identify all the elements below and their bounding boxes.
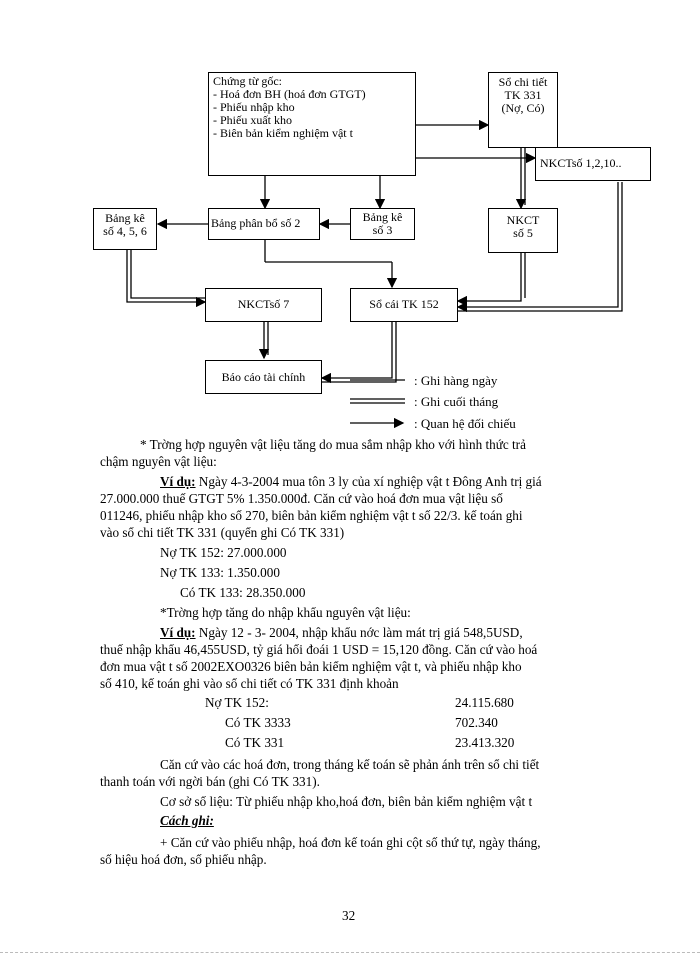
journal-account: Có TK 331 [225, 735, 285, 750]
example-2-line: thuế nhập khẩu 46,455USD, tỷ giá hối đoá… [100, 642, 538, 657]
journal-account: Có TK 3333 [225, 715, 291, 730]
para-2-line: *Trờng hợp tăng do nhập khẩu nguyên vật … [160, 605, 411, 620]
para-3-line: Căn cứ vào các hoá đơn, trong tháng kế t… [160, 757, 540, 772]
journal-amount: 24.115.680 [455, 695, 514, 710]
page-bottom-divider [0, 952, 700, 953]
example-1-line: Ví dụ: Ngày 4-3-2004 mua tôn 3 ly của xí… [160, 474, 542, 490]
entry-line: Có TK 133: 28.350.000 [180, 585, 306, 600]
para-1-line: * Trờng hợp nguyên vật liệu tăng do mua … [140, 437, 526, 452]
para-4-line: Cơ sở số liệu: Từ phiếu nhập kho,hoá đơn… [160, 794, 533, 809]
line-nkct-multi-to-socai [456, 182, 619, 313]
detail-ledger-line: TK 331 [504, 88, 542, 102]
legend-reconcile: : Quan hệ đối chiếu [414, 416, 516, 431]
detail-ledger-line: (Nợ, Có) [501, 101, 545, 115]
section-heading-cach-ghi: Cách ghi: [160, 813, 214, 828]
nkct-multi-label: NKCTsố 1,2,10.. [540, 156, 622, 170]
bang-phan-bo-box: Bảng phân bổ số 2 [208, 208, 320, 240]
para-1-line: chậm nguyên vật liệu: [100, 454, 217, 469]
para-6-line: + Căn cứ vào phiếu nhập, hoá đơn kế toán… [160, 835, 541, 850]
example-2-label: Ví dụ: [160, 625, 196, 640]
example-2-line: Ví dụ: Ngày 12 - 3- 2004, nhập khẩu nớc … [160, 625, 523, 641]
source-item: - Hoá đơn BH (hoá đơn GTGT) [213, 87, 366, 101]
journal-account: Nợ TK 152: [205, 695, 269, 710]
example-1-line: vào sổ chi tiết TK 331 (quyển ghi Có TK … [100, 525, 345, 540]
entry-line: Nợ TK 152: 27.000.000 [160, 545, 287, 560]
nkct-5-line: số 5 [513, 226, 533, 240]
bao-cao-label: Báo cáo tài chính [221, 370, 306, 384]
source-item: - Biên bản kiểm nghiệm vật t [213, 126, 353, 140]
journal-amount: 702.340 [455, 715, 498, 730]
example-1-line: 011246, phiếu nhập kho số 270, biên bản … [100, 508, 523, 523]
example-2-line: đơn mua vật t số 2002EXO0326 biên bản ki… [100, 659, 522, 674]
source-item: - Phiếu xuất kho [213, 113, 292, 127]
flowchart-connectors [126, 119, 623, 429]
bang-ke-3-line: Bảng kê [362, 210, 403, 224]
detail-ledger-box: Sổ chi tiết TK 331 (Nợ, Có) [488, 72, 558, 148]
so-cai-box: Sổ cái TK 152 [350, 288, 458, 322]
journal-amount: 23.413.320 [455, 735, 515, 750]
source-documents-box: Chứng từ gốc: - Hoá đơn BH (hoá đơn GTGT… [208, 72, 416, 176]
example-1-text: Ngày 4-3-2004 mua tôn 3 ly của xí nghiệp… [195, 474, 542, 489]
entry-line: Nợ TK 133: 1.350.000 [160, 565, 280, 580]
example-2-line: số 410, kế toán ghi vào sổ chi tiết có T… [100, 676, 399, 691]
page-number: 32 [342, 908, 356, 923]
detail-ledger-line: Sổ chi tiết [498, 75, 548, 89]
legend-monthly: : Ghi cuối tháng [414, 394, 499, 409]
para-3-line: thanh toán với ngời bán (ghi Có TK 331). [100, 774, 320, 789]
source-item: - Phiếu nhập kho [213, 100, 295, 114]
legend-daily: : Ghi hàng ngày [414, 373, 498, 388]
line-socai-to-baocao [320, 322, 393, 384]
nkct-5-line: NKCT [506, 213, 540, 227]
bang-ke-456-line: số 4, 5, 6 [103, 224, 147, 238]
source-documents-title: Chứng từ gốc: [213, 74, 283, 88]
nkct-7-box: NKCTsố 7 [205, 288, 322, 322]
para-6-line: số hiệu hoá đơn, số phiếu nhập. [100, 852, 267, 867]
so-cai-label: Sổ cái TK 152 [369, 297, 439, 311]
bang-ke-3-box: Bảng kê số 3 [350, 208, 415, 240]
example-1-line: 27.000.000 thuế GTGT 5% 1.350.000đ. Căn … [100, 491, 503, 506]
nkct-5-box: NKCT số 5 [488, 208, 558, 253]
bao-cao-box: Báo cáo tài chính [205, 360, 322, 394]
bang-ke-456-box: Bảng kê số 4, 5, 6 [93, 208, 157, 250]
line-nkct5-to-socai [456, 253, 522, 307]
bang-ke-3-line: số 3 [372, 223, 393, 237]
example-1-label: Ví dụ: [160, 474, 196, 489]
nkct-7-label: NKCTsố 7 [237, 297, 290, 311]
line-bangke456-to-nkct7 [126, 250, 207, 308]
bang-ke-456-line: Bảng kê [105, 211, 145, 225]
nkct-multi-box: NKCTsố 1,2,10.. [535, 147, 651, 181]
example-2-text: Ngày 12 - 3- 2004, nhập khẩu nớc làm mát… [195, 625, 523, 640]
bang-phan-bo-label: Bảng phân bổ số 2 [211, 216, 301, 230]
